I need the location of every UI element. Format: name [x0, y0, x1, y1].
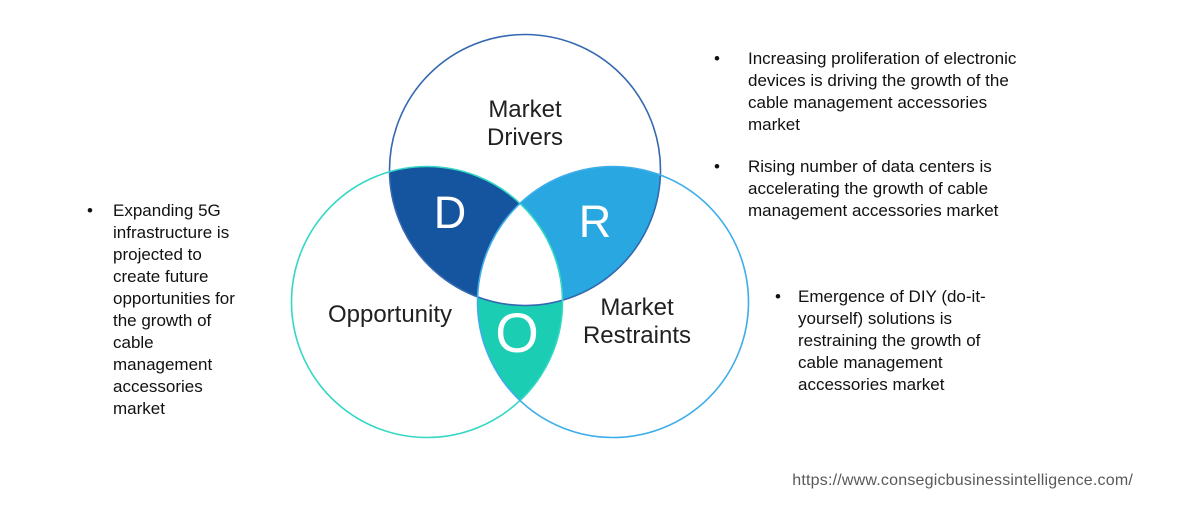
driver-note-2: • Rising number of data centers is accel… — [714, 156, 1074, 222]
opportunity-note-text: Expanding 5G infrastructure is projected… — [113, 201, 235, 418]
bullet-icon: • — [714, 49, 720, 68]
bullet-icon: • — [87, 201, 93, 220]
opportunity-circle-outline — [290, 165, 564, 439]
drivers-circle-label: Market Drivers — [487, 96, 563, 151]
opportunity-note: • Expanding 5G infrastructure is project… — [87, 200, 271, 420]
restraint-note: • Emergence of DIY (do-it- yourself) sol… — [775, 286, 1028, 396]
driver-note-1: • Increasing proliferation of electronic… — [714, 48, 1074, 136]
bullet-icon: • — [775, 287, 781, 306]
restraints-circle-outline — [476, 165, 750, 439]
drivers-intersection-letter: D — [433, 187, 467, 238]
drivers-circle-outline — [388, 33, 662, 307]
restraint-note-text: Emergence of DIY (do-it- yourself) solut… — [798, 287, 986, 394]
opportunity-circle-label: Opportunity — [327, 301, 453, 328]
bullet-icon: • — [714, 157, 720, 176]
restraints-intersection-letter: R — [578, 196, 612, 247]
restraints-circle-label: Market Restraints — [582, 294, 692, 349]
driver-notes-list: • Increasing proliferation of electronic… — [714, 48, 1074, 242]
opportunity-intersection-letter: O — [495, 301, 539, 364]
driver-note-1-text: Increasing proliferation of electronic d… — [748, 49, 1017, 134]
driver-note-2-text: Rising number of data centers is acceler… — [748, 157, 999, 220]
source-url: https://www.consegicbusinessintelligence… — [792, 472, 1133, 489]
